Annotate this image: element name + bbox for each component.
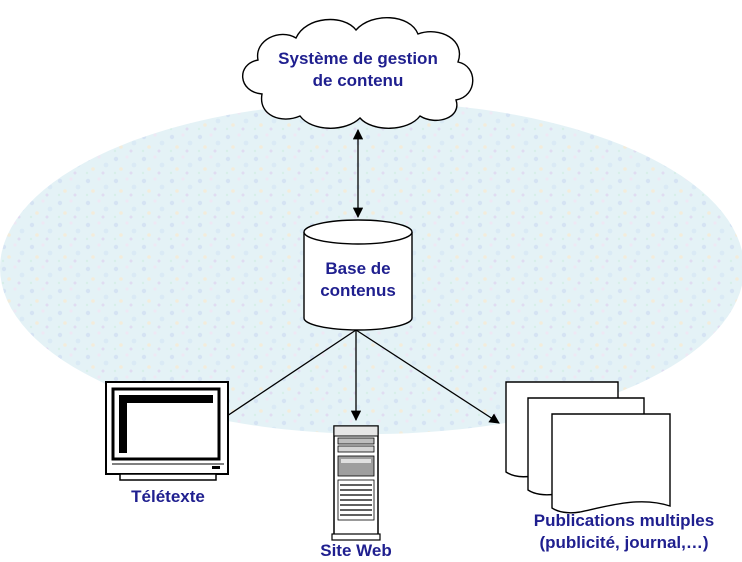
publications-label-line2: (publicité, journal,…) xyxy=(539,533,709,552)
connector-database-teletext xyxy=(214,329,357,425)
database-label-line2: contenus xyxy=(320,281,396,300)
server-tower-icon xyxy=(331,425,381,541)
publications-label: Publications multiples (publicité, journ… xyxy=(512,510,736,554)
publications-label-line1: Publications multiples xyxy=(533,511,715,530)
website-label-text: Site Web xyxy=(320,541,392,560)
cloud-icon xyxy=(242,17,474,129)
document-stack-icon xyxy=(505,381,671,514)
cms-label-line1: Système de gestion xyxy=(278,49,438,68)
database-label-line1: Base de xyxy=(325,259,391,278)
teletext-label-text: Télétexte xyxy=(131,487,205,506)
connector-database-publications xyxy=(355,329,500,424)
teletext-label: Télétexte xyxy=(108,486,228,508)
cms-label-line2: de contenu xyxy=(312,71,404,90)
monitor-icon xyxy=(105,381,229,481)
database-cylinder-icon xyxy=(303,219,413,331)
database-label: Base de contenus xyxy=(298,258,418,302)
website-label: Site Web xyxy=(296,540,416,562)
cms-label: Système de gestion de contenu xyxy=(258,48,458,92)
